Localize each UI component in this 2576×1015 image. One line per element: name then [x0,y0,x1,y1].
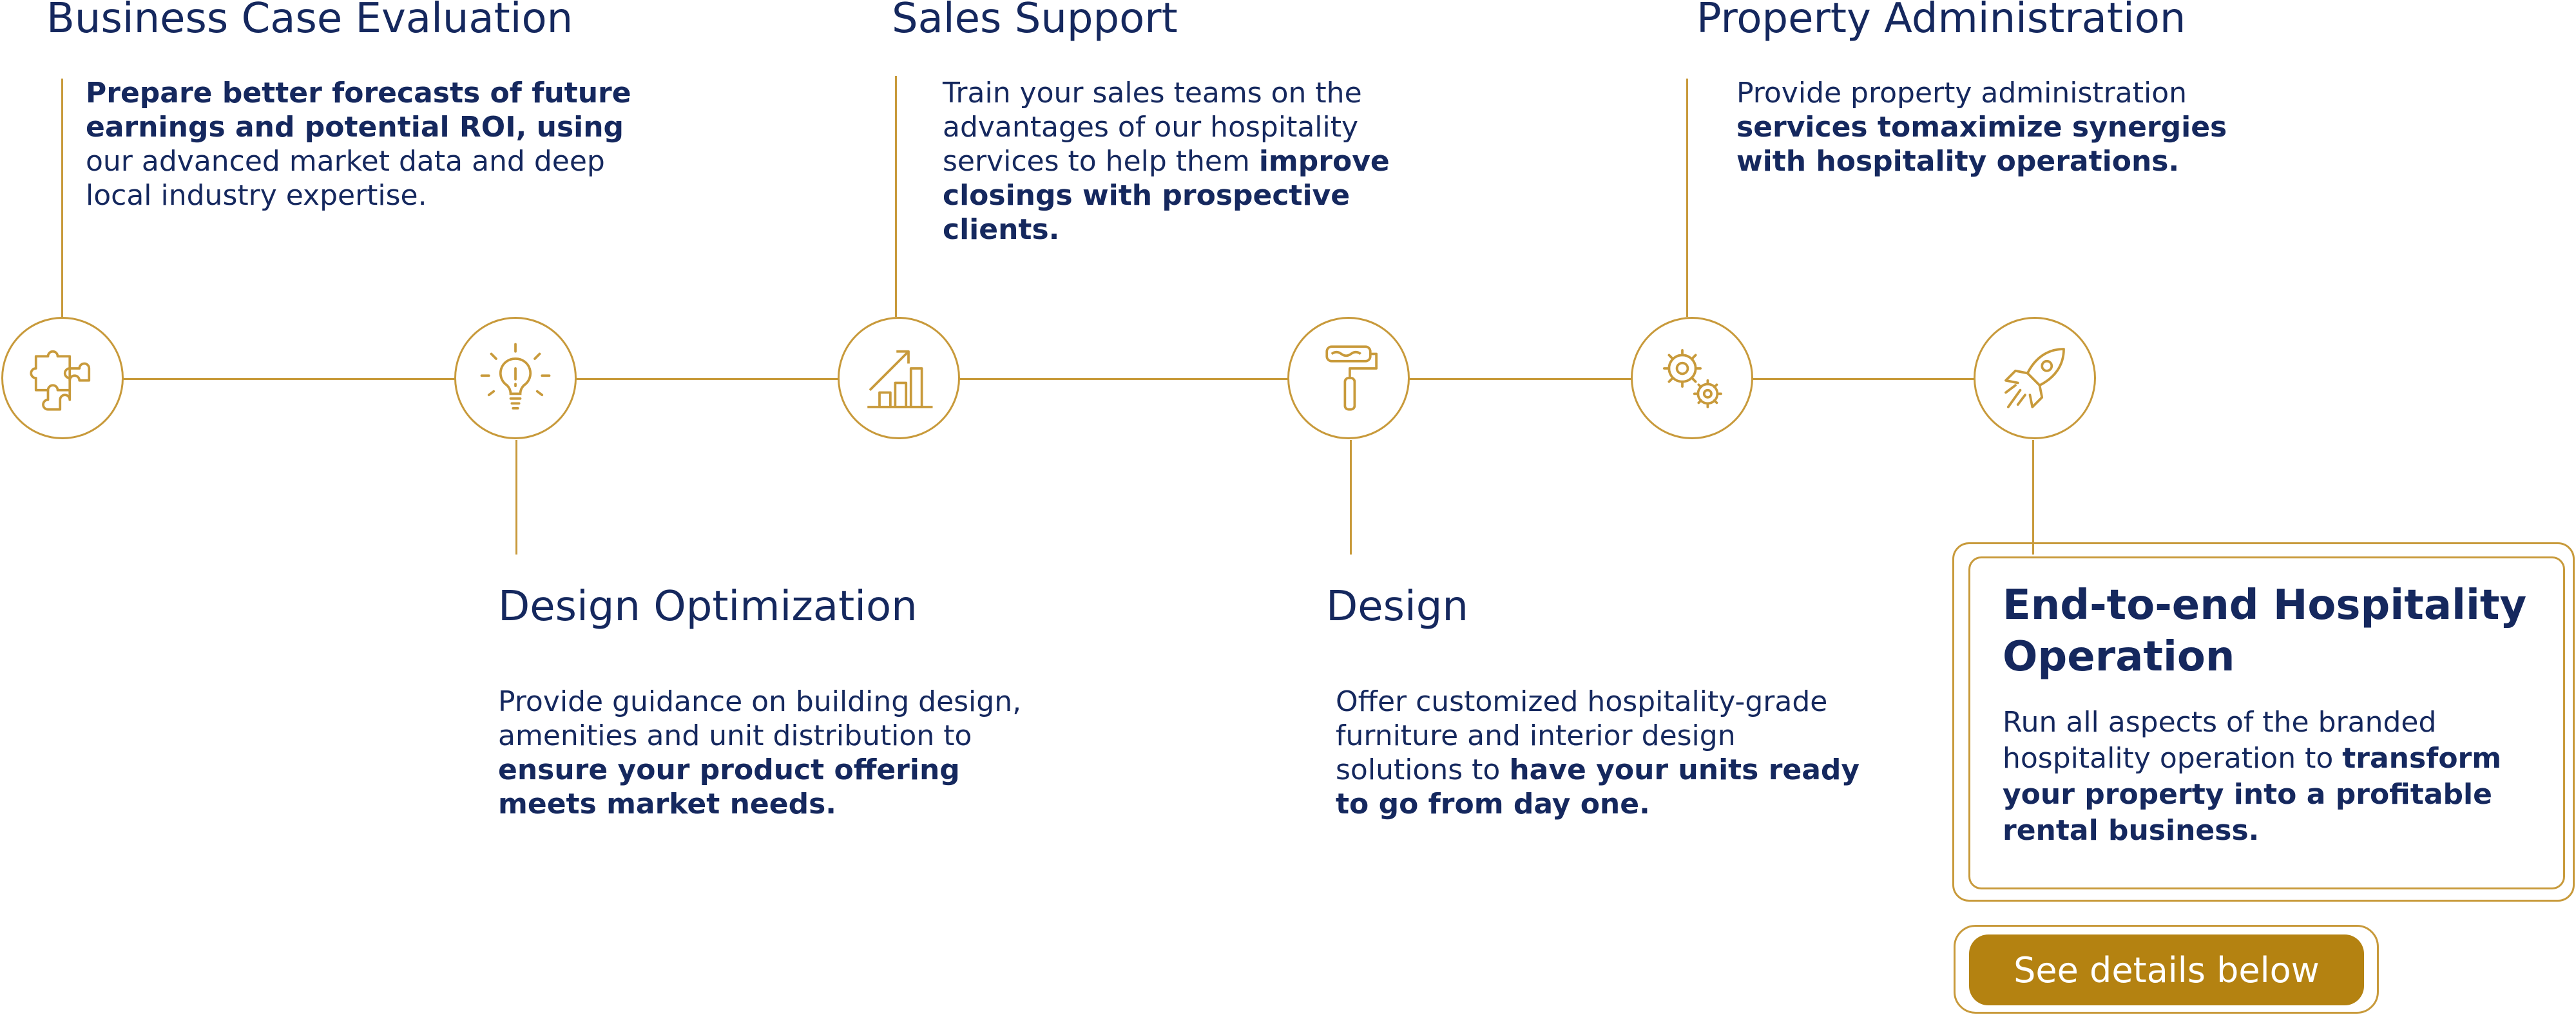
step-node-end-to-end [1974,317,2096,439]
connector-property-administration [1686,79,1688,317]
step-desc-bold: have your units ready to go from day one… [1336,754,1860,821]
see-details-button[interactable]: See details below [1969,934,2364,1005]
connector-end-to-end [2032,440,2034,555]
highlight-card-desc-text: Run all aspects of the branded hospitali… [2003,706,2437,775]
step-node-design [1287,317,1410,439]
step-title-property-administration: Property Administration [1697,0,2186,43]
step-node-business-case [1,317,124,439]
step-desc-text: Provide property administration [1736,77,2187,109]
connector-design [1350,440,1352,555]
step-desc-property-administration: Provide property administration services… [1736,76,2233,178]
step-node-property-administration [1631,317,1753,439]
timeline-line [62,378,2021,380]
step-desc-text: our advanced market data and deep local … [86,145,605,212]
connector-design-optimization [515,440,517,555]
cta-button-frame [1954,925,2379,1014]
step-desc-business-case: Prepare better forecasts of future earni… [86,76,653,213]
step-desc-design-optimization: Provide guidance on building design, ame… [498,685,1033,821]
step-title-business-case: Business Case Evaluation [46,0,573,43]
growth-chart-icon [867,350,933,408]
connector-business-case [61,79,63,317]
step-desc-bold: ensure your product offering meets marke… [498,754,960,821]
rocket-icon [2004,348,2065,408]
step-desc-design: Offer customized hospitality-grade furni… [1336,685,1870,821]
highlight-card-desc: Run all aspects of the branded hospitali… [2003,705,2544,849]
step-node-sales-support [838,317,960,439]
highlight-card-desc-bold: transform your property into a profitabl… [2003,742,2502,847]
lightbulb-icon [480,343,551,410]
step-node-design-optimization [454,317,577,439]
paint-roller-icon [1325,345,1378,411]
step-desc-text: Offer customized hospitality-grade furni… [1336,685,1828,786]
highlight-card [1968,556,2565,889]
step-desc-text: Provide guidance on building design, ame… [498,685,1022,752]
highlight-card-frame [1952,542,2575,902]
step-title-sales-support: Sales Support [892,0,1178,43]
step-desc-text: Train your sales teams on the advantages… [943,77,1362,178]
step-desc-bold: services tomaximize synergies with hospi… [1736,111,2227,178]
step-desc-bold: improve closings with prospective client… [943,145,1390,246]
step-desc-sales-support: Train your sales teams on the advantages… [943,76,1471,247]
step-title-design: Design [1326,583,1468,631]
step-desc-bold: Prepare better forecasts of future earni… [86,77,631,144]
puzzle-icon [30,350,91,411]
gears-icon [1663,349,1722,408]
highlight-card-title: End-to-end Hospitality Operation [2003,582,2527,681]
connector-sales-support [895,76,897,317]
step-title-design-optimization: Design Optimization [498,583,918,631]
